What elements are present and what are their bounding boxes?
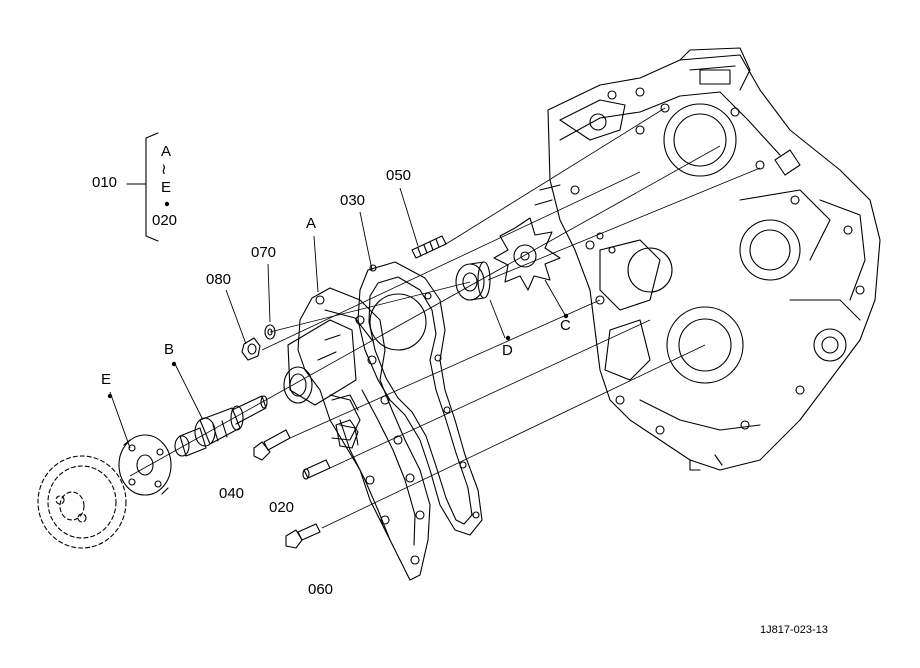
bearing-shaft xyxy=(174,395,268,457)
pump-lower-detail xyxy=(331,394,359,449)
callout-030: 030 xyxy=(340,192,366,209)
bolt-040 xyxy=(253,429,291,461)
callout-a: A xyxy=(306,215,317,232)
callout-080: 080 xyxy=(206,271,232,288)
bolt-060 xyxy=(285,523,321,549)
callout-050: 050 xyxy=(386,167,412,184)
callout-e: E xyxy=(101,371,112,388)
gasket xyxy=(357,261,483,536)
drawing-reference: 1J817-023-13 xyxy=(760,624,828,636)
pin-020 xyxy=(302,459,331,480)
callout-020-set: 020 xyxy=(152,212,178,229)
leader-lines xyxy=(109,187,566,449)
gear-case xyxy=(534,47,881,471)
callout-d: D xyxy=(502,342,513,359)
callout-060: 060 xyxy=(308,581,334,598)
callout-c: C xyxy=(560,317,571,334)
callout-070: 070 xyxy=(251,244,277,261)
mechanical-seal xyxy=(455,261,491,301)
assembly-bracket xyxy=(145,132,159,242)
callout-020: 020 xyxy=(269,499,295,516)
callout-range-separator: ≀ xyxy=(161,161,167,178)
stud-bolt xyxy=(411,235,447,259)
water-pump-body xyxy=(283,287,431,581)
assembly-lines xyxy=(129,107,761,529)
leader-dots xyxy=(107,201,569,399)
callout-040: 040 xyxy=(219,485,245,502)
callout-range-end: E xyxy=(161,179,172,196)
callout-range-start: A xyxy=(161,143,172,160)
fan-pulley xyxy=(37,455,127,549)
impeller xyxy=(493,217,561,291)
ring-and-nut xyxy=(241,324,276,361)
callout-010: 010 xyxy=(92,174,118,191)
pulley-flange xyxy=(118,434,172,496)
callout-b: B xyxy=(164,341,175,358)
